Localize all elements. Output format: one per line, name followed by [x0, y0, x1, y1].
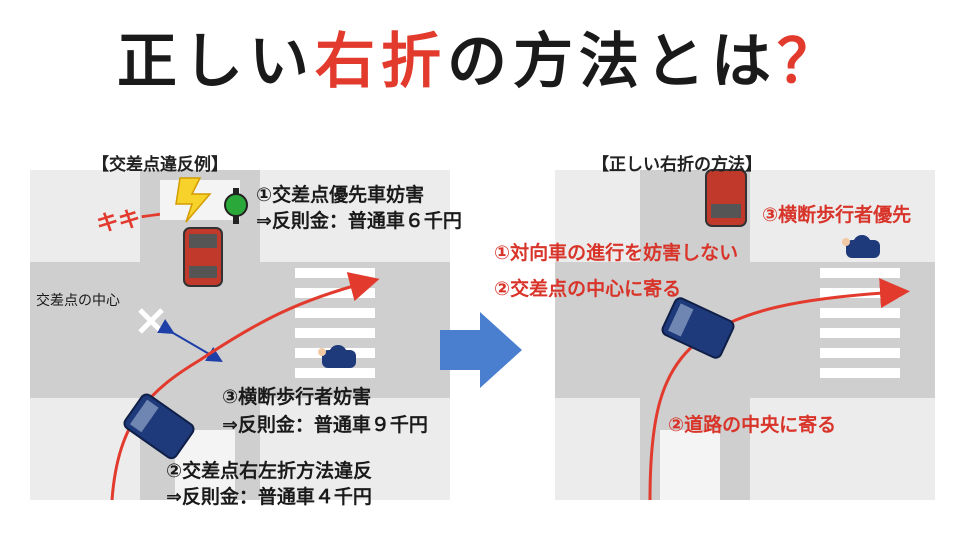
violation-2-fine: ⇒反則金：普通車４千円 — [166, 486, 372, 508]
step-2a-label: ②交差点の中心に寄る — [494, 278, 682, 300]
right-crosswalk — [820, 268, 900, 378]
title-part1: 正しい — [117, 27, 315, 97]
pedestrian-icon-left — [318, 345, 356, 368]
lightning-icon — [175, 177, 212, 223]
right-panel-caption: 【正しい右折の方法】 — [592, 155, 762, 175]
left-panel-caption: 【交差点違反例】 — [92, 155, 228, 175]
step-2b-label: ②道路の中央に寄る — [668, 414, 837, 436]
blue-car-right — [661, 297, 735, 359]
left-turn-path — [110, 272, 380, 501]
violation-2-title: ②交差点右左折方法違反 — [166, 460, 373, 482]
page-title: 正しい右折の方法とは？ — [0, 22, 960, 102]
pedestrian-icon-right — [842, 235, 880, 258]
step-1-label: ①対向車の進行を妨害しない — [494, 242, 739, 264]
left-horizontal-road — [30, 262, 450, 398]
left-intersection — [30, 170, 450, 501]
transition-arrow-icon — [440, 312, 522, 388]
title-part2: の方法とは — [447, 27, 777, 97]
violation-1-title: ①交差点優先車妨害 — [256, 184, 425, 206]
title-question-mark: ？ — [777, 27, 843, 97]
right-intersection — [555, 169, 935, 501]
traffic-light-icon — [224, 188, 248, 224]
red-car — [183, 227, 223, 287]
violation-3-title: ③横断歩行者妨害 — [222, 386, 372, 408]
red-car-right — [705, 169, 747, 227]
step-3-label: ③横断歩行者優先 — [762, 204, 912, 226]
intersection-center-label: 交差点の中心 — [36, 293, 120, 309]
violation-1-fine: ⇒反則金：普通車６千円 — [256, 210, 462, 232]
title-highlight: 右折 — [315, 27, 447, 97]
blue-car-left — [123, 393, 195, 460]
violation-3-fine: ⇒反則金：普通車９千円 — [222, 414, 428, 436]
